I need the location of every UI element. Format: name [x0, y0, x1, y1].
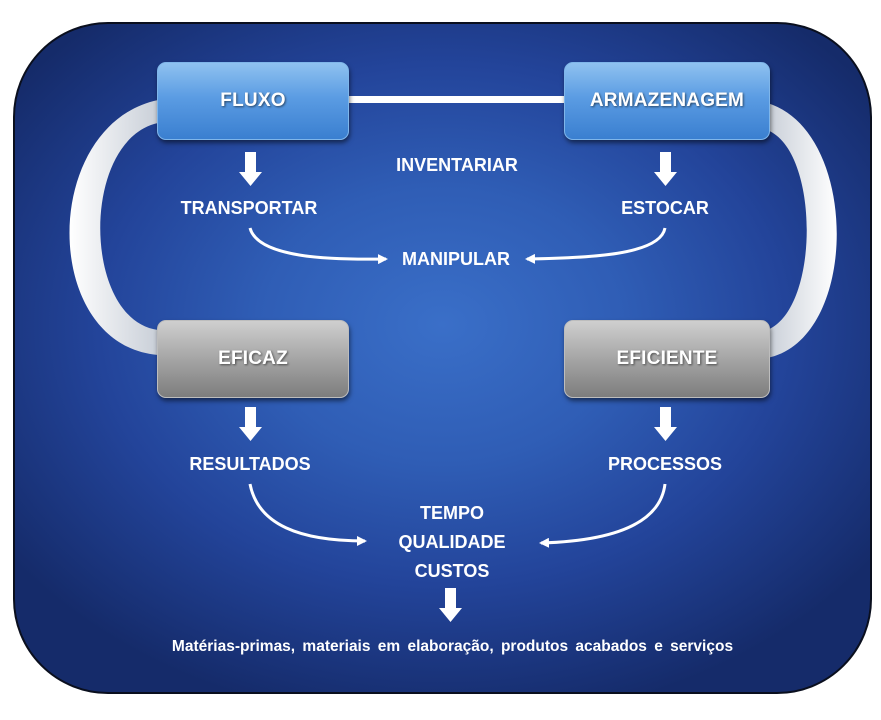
down-arrow-fluxo	[239, 152, 262, 186]
label-estocar: ESTOCAR	[621, 198, 709, 218]
box-eficiente: EFICIENTE	[564, 320, 770, 398]
down-arrow-custos	[439, 588, 462, 622]
label-tempo: TEMPO	[419, 503, 484, 523]
label-processos: PROCESSOS	[607, 454, 723, 474]
curve-processos-tempo	[539, 483, 667, 548]
down-arrow-eficaz	[239, 407, 262, 441]
down-arrow-eficiente	[654, 407, 677, 441]
label-resultados: RESULTADOS	[189, 454, 311, 474]
box-armazenagem-label: ARMAZENAGEM	[589, 90, 745, 111]
box-eficaz: EFICAZ	[157, 320, 349, 398]
curve-estocar-manipular	[525, 227, 667, 264]
box-fluxo: FLUXO	[157, 62, 349, 140]
box-fluxo-label: FLUXO	[220, 90, 286, 111]
label-inventariar: INVENTARIAR	[396, 155, 518, 175]
top-connector	[346, 96, 566, 103]
right-ribbon	[767, 103, 837, 358]
box-eficaz-label: EFICAZ	[218, 348, 288, 369]
footer-text: Matérias-primas, materiais em elaboração…	[171, 638, 734, 655]
left-ribbon	[69, 100, 158, 355]
curve-transportar-manipular	[248, 227, 388, 265]
box-armazenagem: ARMAZENAGEM	[564, 62, 770, 140]
label-transportar: TRANSPORTAR	[180, 198, 318, 218]
label-qualidade: QUALIDADE	[398, 532, 506, 552]
label-custos: CUSTOS	[414, 561, 490, 581]
curve-resultados-tempo	[248, 483, 367, 546]
box-eficiente-label: EFICIENTE	[616, 348, 718, 369]
down-arrow-armazenagem	[654, 152, 677, 186]
label-manipular: MANIPULAR	[402, 249, 510, 269]
